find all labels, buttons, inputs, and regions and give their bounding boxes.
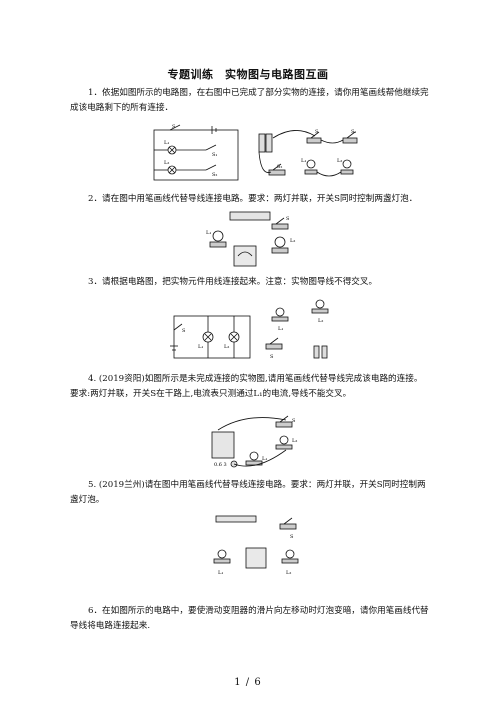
label-l1-5: L₁ bbox=[218, 570, 223, 576]
label-l2-5: L₂ bbox=[286, 570, 291, 576]
figure-1-circuit-diagram: S L₁ L₂ S₁ S₂ bbox=[150, 122, 242, 184]
question-2: 2．请在图中用笔画线代替导线连接电路。要求：两灯并联，开关S同时控制两盏灯泡． bbox=[88, 194, 418, 204]
figure-2-physical: S L₁ L₂ bbox=[200, 208, 310, 270]
label-l2-phys: L₂ bbox=[337, 158, 342, 164]
label-s2-phys: S₂ bbox=[277, 164, 282, 170]
page-title: 专题训练 实物图与电路图互画 bbox=[167, 68, 329, 81]
label-l1: L₁ bbox=[164, 140, 169, 146]
label-s-5: S bbox=[290, 534, 294, 540]
label-l1-phys: L₁ bbox=[301, 158, 306, 164]
question-6: 6．在如图所示的电路中，要使滑动变阻器的滑片向左移动时灯泡变暗，请你用笔画线代替… bbox=[70, 606, 429, 631]
question-5: 5. (2019兰州)请在图中用笔画线代替导线连接电路。要求：两灯并联，开关S同… bbox=[70, 480, 426, 505]
question-1: 1．依据如图所示的电路图，在右图中已完成了部分实物的连接，请你用笔画线帮他继续完… bbox=[70, 88, 429, 113]
figure-5-physical: S L₁ L₂ bbox=[206, 512, 306, 578]
label-s-3-phys: S bbox=[270, 354, 274, 360]
label-l2-3: L₂ bbox=[224, 344, 229, 350]
figure-3-circuit-diagram: S L₁ L₂ bbox=[168, 312, 256, 362]
label-l2-4: L₂ bbox=[292, 438, 297, 444]
label-l1-3: L₁ bbox=[198, 344, 203, 350]
label-l1-4: L₁ bbox=[262, 456, 267, 462]
label-s-4: S bbox=[292, 418, 296, 424]
ammeter-scale: 0.6 3 bbox=[214, 462, 227, 468]
label-l1-3-phys: L₁ bbox=[278, 326, 283, 332]
question-4: 4. (2019资阳)如图所示是未完成连接的实物图,请用笔画线代替导线完成该电路… bbox=[70, 374, 423, 399]
label-s-phys: S bbox=[315, 129, 319, 135]
figure-4-physical: 0.6 3 S L₂ L₁ bbox=[206, 410, 306, 472]
label-l2-2: L₂ bbox=[290, 238, 295, 244]
label-s-3: S bbox=[182, 328, 186, 334]
label-l2: L₂ bbox=[164, 160, 169, 166]
label-s: S bbox=[172, 124, 176, 130]
label-s2: S₂ bbox=[212, 172, 217, 178]
label-l2-3-phys: L₂ bbox=[318, 318, 323, 324]
figure-3-physical: L₁ L₂ S bbox=[258, 296, 338, 362]
label-s1-phys: S₁ bbox=[351, 129, 356, 135]
page-number: 1 / 6 bbox=[234, 677, 262, 688]
label-s-2: S bbox=[286, 216, 290, 222]
question-3: 3．请根据电路图，把实物元件用线连接起来。注意：实物图导线不得交叉。 bbox=[88, 277, 378, 287]
figure-1-physical: S S₁ L₁ L₂ S₂ bbox=[255, 124, 373, 186]
label-l1-2: L₁ bbox=[206, 230, 211, 236]
label-s1: S₁ bbox=[212, 152, 217, 158]
